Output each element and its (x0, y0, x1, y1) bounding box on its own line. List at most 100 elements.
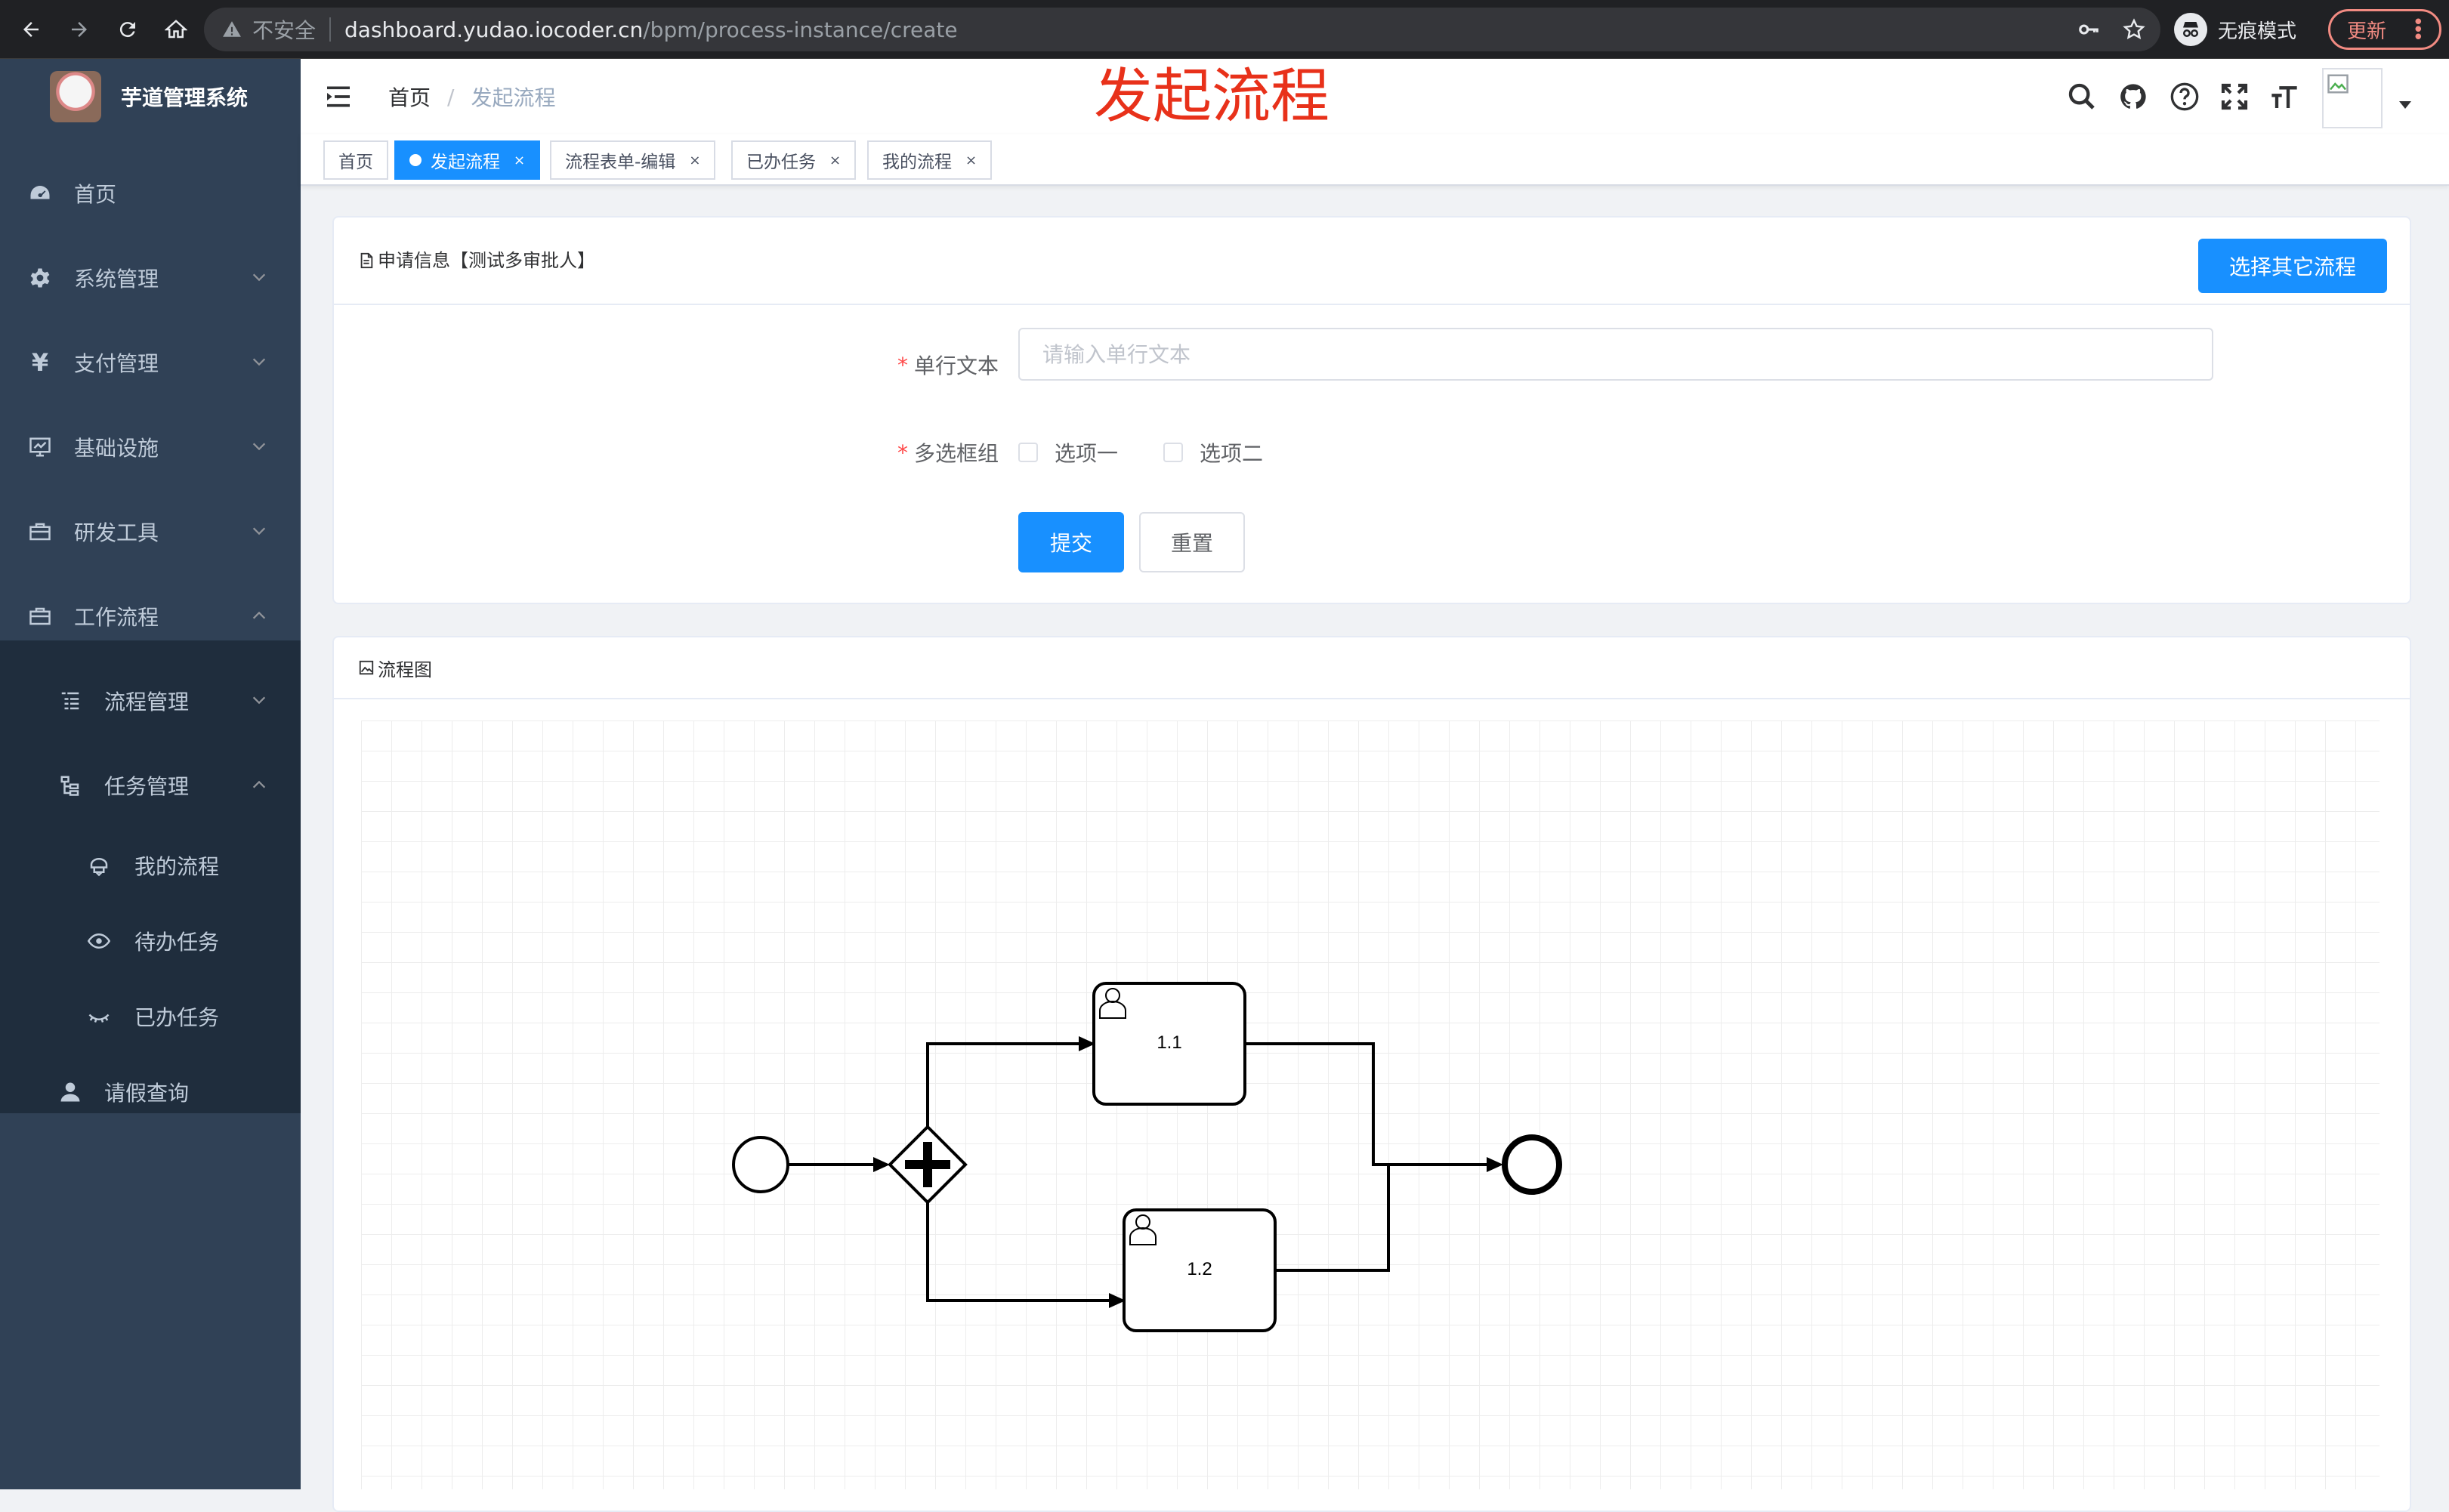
url-path: /bpm/process-instance/create (643, 17, 958, 42)
back-icon[interactable] (12, 11, 50, 48)
sidebar-item-label: 系统管理 (74, 267, 159, 292)
sidebar: 芋道管理系统 首页 系统管理 ¥ 支付管理 基础设施 研发工具 (0, 59, 301, 1489)
sidebar-item-label: 流程管理 (104, 690, 190, 714)
help-icon[interactable] (2166, 79, 2203, 115)
sidebar-item-task-manage[interactable]: 任务管理 (0, 743, 301, 828)
breadcrumb: 首页 / 发起流程 (388, 82, 555, 112)
chevron-down-icon (251, 350, 267, 375)
warning-icon (222, 20, 242, 39)
list-icon (57, 688, 83, 714)
chevron-down-icon (251, 266, 267, 291)
tag-label: 发起流程 (431, 153, 500, 172)
apply-card-title: 申请信息【测试多审批人】 (378, 249, 595, 271)
apply-info-card: 申请信息【测试多审批人】 选择其它流程 * 单行文本 * 多选框组 选项一 选项… (332, 216, 2411, 604)
checkbox-option-2[interactable]: 选项二 (1163, 426, 1263, 479)
user-icon (57, 1079, 83, 1105)
close-icon[interactable]: × (689, 152, 701, 168)
checkbox-option-1[interactable]: 选项一 (1018, 426, 1118, 479)
select-other-process-button[interactable]: 选择其它流程 (2198, 239, 2387, 293)
close-icon[interactable]: × (514, 152, 526, 168)
diagram-card-title: 流程图 (378, 659, 432, 680)
sidebar-item-done-task[interactable]: 已办任务 (0, 979, 301, 1054)
update-button[interactable]: 更新 ••• (2328, 9, 2441, 50)
single-text-input[interactable] (1018, 328, 2213, 381)
tree-icon (57, 773, 83, 798)
eye-icon (86, 928, 112, 954)
browser-chrome: 不安全 dashboard.yudao.iocoder.cn /bpm/proc… (0, 0, 2449, 59)
fullscreen-icon[interactable] (2216, 79, 2253, 115)
toolbox-icon (27, 519, 53, 545)
close-icon[interactable]: × (965, 152, 977, 168)
workflow-submenu (0, 640, 301, 1113)
active-dot-icon (409, 154, 422, 166)
reset-button[interactable]: 重置 (1139, 512, 1245, 572)
sidebar-item-payment[interactable]: ¥ 支付管理 (0, 320, 301, 405)
parallel-gateway[interactable] (888, 1125, 968, 1205)
incognito-label: 无痕模式 (2218, 20, 2297, 43)
sidebar-item-infra[interactable]: 基础设施 (0, 405, 301, 489)
apply-card-header: 申请信息【测试多审批人】 (334, 218, 2410, 305)
update-label: 更新 (2347, 20, 2387, 43)
gear-icon (27, 265, 53, 291)
document-icon (358, 252, 375, 269)
search-icon[interactable] (2064, 79, 2100, 115)
breadcrumb-home[interactable]: 首页 (388, 85, 431, 110)
hamburger-icon[interactable] (323, 82, 354, 112)
user-task-1[interactable]: 1.1 (1092, 982, 1246, 1106)
checkbox-box[interactable] (1163, 443, 1183, 462)
sidebar-item-label: 待办任务 (134, 930, 220, 955)
close-icon[interactable]: × (829, 152, 842, 168)
sidebar-item-label: 研发工具 (74, 520, 159, 545)
star-icon[interactable] (2115, 11, 2153, 48)
home-icon[interactable] (157, 11, 195, 48)
sidebar-item-my-process[interactable]: 我的流程 (0, 828, 301, 903)
diagram-card-header: 流程图 (334, 637, 2410, 699)
sidebar-item-todo-task[interactable]: 待办任务 (0, 903, 301, 979)
user-task-icon (1129, 1214, 1157, 1245)
key-icon[interactable] (2070, 11, 2108, 48)
tag-home[interactable]: 首页 (323, 140, 388, 180)
sidebar-item-process-manage[interactable]: 流程管理 (0, 659, 301, 743)
forward-icon[interactable] (60, 11, 98, 48)
sequence-flows (789, 1042, 1494, 1302)
sidebar-item-label: 已办任务 (134, 1005, 220, 1030)
breadcrumb-separator: / (447, 84, 455, 110)
app-logo[interactable]: 芋道管理系统 (0, 59, 301, 134)
sidebar-item-home[interactable]: 首页 (0, 151, 301, 236)
toolbox-icon (27, 603, 53, 629)
tag-form-edit[interactable]: 流程表单-编辑 × (550, 140, 716, 180)
incognito-indicator[interactable]: 无痕模式 (2174, 9, 2296, 50)
checkbox-label: 选项一 (1055, 441, 1119, 466)
required-mark: * (897, 352, 908, 378)
tag-my-process[interactable]: 我的流程 × (867, 140, 993, 180)
sidebar-item-system[interactable]: 系统管理 (0, 236, 301, 320)
breadcrumb-current: 发起流程 (471, 85, 556, 110)
arrowheads (873, 1036, 1503, 1308)
sidebar-item-label: 任务管理 (104, 774, 190, 799)
chevron-down-icon (251, 435, 267, 460)
app-name: 芋道管理系统 (121, 85, 249, 110)
github-icon[interactable] (2115, 79, 2151, 115)
tag-start-process[interactable]: 发起流程 × (394, 140, 541, 180)
user-task-2[interactable]: 1.2 (1123, 1208, 1277, 1332)
single-text-label: * 单行文本 (897, 338, 999, 391)
tags-view: 首页 发起流程 × 流程表单-编辑 × 已办任务 × 我的流程 × (301, 134, 2449, 186)
checkbox-box[interactable] (1018, 443, 1038, 462)
sidebar-item-leave-query[interactable]: 请假查询 (0, 1054, 301, 1130)
logo-image (50, 71, 101, 122)
button-label: 选择其它流程 (2228, 255, 2356, 279)
user-dropdown-caret[interactable] (2399, 101, 2411, 109)
address-bar[interactable]: 不安全 dashboard.yudao.iocoder.cn /bpm/proc… (204, 8, 2160, 51)
tag-done-task[interactable]: 已办任务 × (731, 140, 857, 180)
font-size-icon[interactable] (2266, 79, 2302, 115)
chevron-up-icon (251, 604, 267, 629)
sidebar-item-workflow[interactable]: 工作流程 (0, 574, 301, 659)
avatar[interactable] (2322, 68, 2383, 128)
address-separator (329, 17, 332, 42)
submit-button[interactable]: 提交 (1018, 512, 1124, 572)
start-event[interactable] (732, 1136, 789, 1193)
end-event[interactable] (1502, 1134, 1562, 1195)
bpmn-canvas[interactable] (361, 721, 2380, 1489)
sidebar-item-devtools[interactable]: 研发工具 (0, 489, 301, 574)
